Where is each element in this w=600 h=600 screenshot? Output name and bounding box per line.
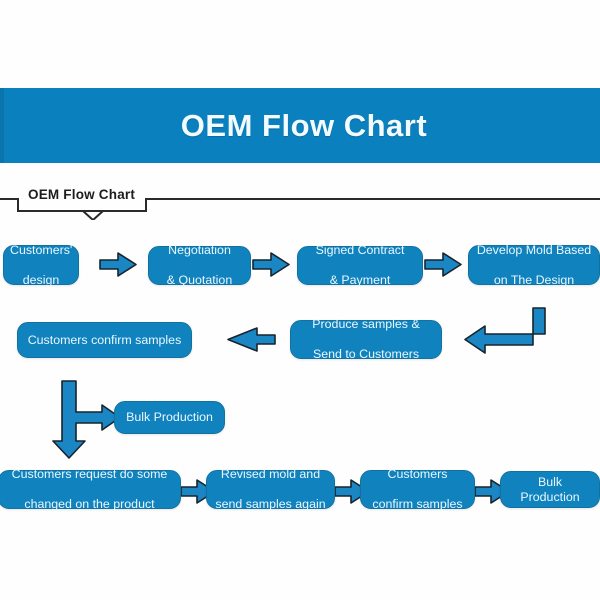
arrow-tee-n6-branch xyxy=(52,380,121,459)
node-bulk-production-1[interactable]: Bulk Production xyxy=(114,401,225,434)
arrow-elbow-n4-n5 xyxy=(464,307,546,354)
section-tab-outline xyxy=(0,198,600,220)
node-label: Customers'design xyxy=(10,242,73,287)
node-label: Negotiation& Quotation xyxy=(166,243,233,287)
node-label: Customers confirm samples xyxy=(27,332,182,347)
node-produce-samples-send[interactable]: Produce samples &Send to Customers xyxy=(290,317,442,361)
node-bulk-production-2[interactable]: Bulk Production xyxy=(500,471,600,508)
arrow-right-n3-n4 xyxy=(424,252,462,277)
node-label: Signed Contract& Payment xyxy=(315,243,405,287)
node-customers-design[interactable]: Customers'design xyxy=(3,242,79,287)
node-label: Bulk Production xyxy=(520,474,580,504)
node-signed-contract-payment[interactable]: Signed Contract& Payment xyxy=(297,243,423,287)
arrow-right-n2-n3 xyxy=(252,252,290,277)
node-label: Produce samples &Send to Customers xyxy=(312,317,420,361)
section-tab: OEM Flow Chart xyxy=(0,186,600,220)
arrow-left-n5-n6 xyxy=(227,327,276,352)
page-title: OEM Flow Chart xyxy=(180,107,428,143)
header-banner: OEM Flow Chart xyxy=(0,88,600,163)
arrow-right-n1-n2 xyxy=(99,252,137,277)
node-negotiation-quotation[interactable]: Negotiation& Quotation xyxy=(148,243,251,287)
node-label: Bulk Production xyxy=(126,410,213,424)
section-tab-label: OEM Flow Chart xyxy=(28,187,136,202)
node-customers-confirm-samples-1[interactable]: Customers confirm samples xyxy=(17,322,192,358)
